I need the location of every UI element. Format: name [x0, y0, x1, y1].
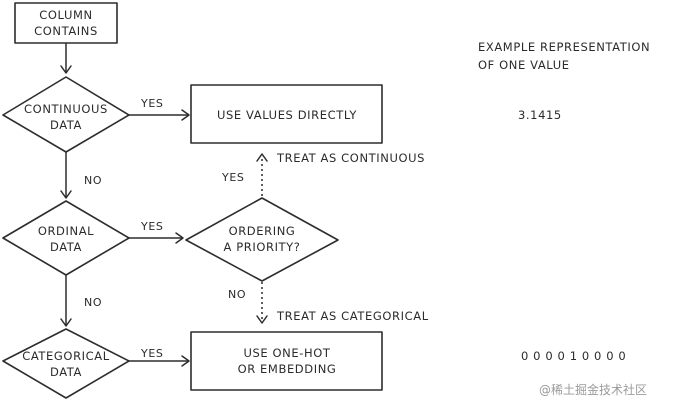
continuous-diamond: [2, 76, 130, 153]
one-hot-box: [190, 331, 383, 391]
outcome-treat-categorical: TREAT AS CATEGORICAL: [276, 309, 429, 323]
continuous-label-line1: CONTINUOUS: [24, 102, 108, 116]
edge-label-no-priority: NO: [228, 288, 246, 301]
edge-label-yes-priority: YES: [221, 171, 244, 184]
arrowhead-priority-yes: [256, 153, 268, 162]
ordinal-diamond: [2, 200, 130, 276]
edge-label-yes-categorical: YES: [140, 347, 163, 360]
edge-label-no-continuous: NO: [84, 174, 102, 187]
example-onehot-value: 0 0 0 0 1 0 0 0 0: [521, 349, 626, 363]
node-one-hot: USE ONE-HOT OR EMBEDDING: [190, 331, 383, 391]
arrowhead-ordinal-yes: [175, 232, 184, 244]
arrowhead-categorical-yes: [181, 355, 190, 367]
arrowhead-start-to-continuous: [60, 65, 72, 74]
one-hot-label-line1: USE ONE-HOT: [243, 346, 330, 360]
example-heading-line2: OF ONE VALUE: [478, 58, 570, 72]
arrowhead-continuous-yes: [181, 109, 190, 121]
use-values-box: [190, 84, 383, 144]
one-hot-label-line2: OR EMBEDDING: [238, 362, 337, 376]
ordering-label-line1: ORDERING: [229, 224, 296, 238]
start-label-line2: CONTAINS: [34, 24, 98, 38]
node-continuous: CONTINUOUS DATA: [2, 76, 130, 153]
connectors: [60, 43, 268, 367]
edge-labels: YES NO YES NO YES YES NO: [84, 97, 246, 360]
categorical-label-line2: DATA: [50, 365, 82, 379]
start-box: [14, 2, 118, 44]
ordering-label-line2: A PRIORITY?: [223, 240, 300, 254]
watermark: @稀土掘金技术社区: [539, 382, 647, 397]
node-use-values: USE VALUES DIRECTLY: [190, 84, 383, 144]
arrowhead-continuous-no: [60, 190, 72, 199]
ordinal-label-line1: ORDINAL: [38, 224, 94, 238]
start-label-line1: COLUMN: [39, 8, 92, 22]
node-ordinal: ORDINAL DATA: [2, 200, 130, 276]
arrowhead-priority-no: [256, 315, 268, 324]
example-heading-line1: EXAMPLE REPRESENTATION: [478, 40, 650, 54]
node-categorical: CATEGORICAL DATA: [2, 328, 130, 399]
categorical-diamond: [2, 328, 130, 399]
node-ordering: ORDERING A PRIORITY?: [185, 197, 339, 282]
node-start: COLUMN CONTAINS: [14, 2, 118, 44]
continuous-label-line2: DATA: [50, 118, 82, 132]
categorical-label-line1: CATEGORICAL: [22, 349, 110, 363]
ordering-diamond: [185, 197, 339, 282]
use-values-label: USE VALUES DIRECTLY: [217, 108, 357, 122]
edge-label-yes-ordinal: YES: [140, 220, 163, 233]
arrowhead-ordinal-no: [60, 318, 72, 327]
edge-label-no-ordinal: NO: [84, 296, 102, 309]
ordinal-label-line2: DATA: [50, 240, 82, 254]
outcome-treat-continuous: TREAT AS CONTINUOUS: [276, 151, 425, 165]
example-continuous-value: 3.1415: [518, 108, 562, 122]
edge-label-yes-continuous: YES: [140, 97, 163, 110]
